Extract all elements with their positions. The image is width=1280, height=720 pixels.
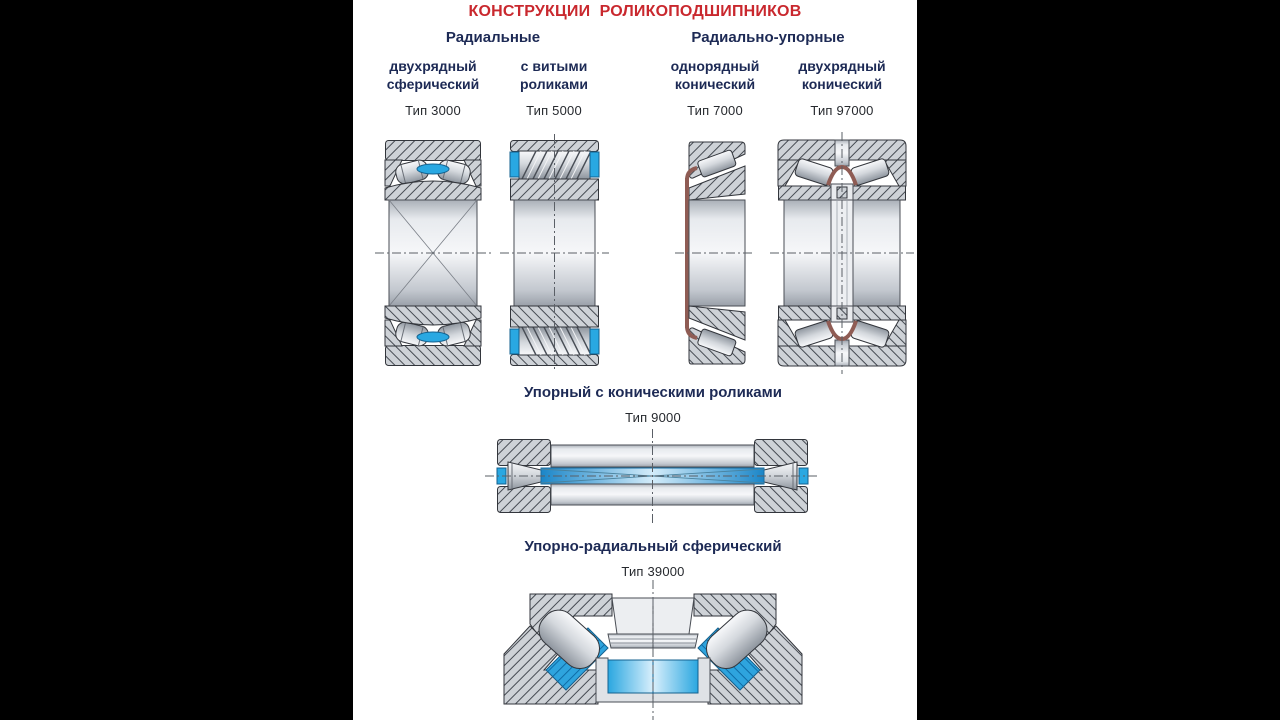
page-title: КОНСТРУКЦИИ РОЛИКОПОДШИПНИКОВ <box>468 3 802 20</box>
bearing-name-line2: роликами <box>519 76 588 92</box>
diagram-type-5000-wound-rollers <box>500 134 609 372</box>
diagram-type-97000-double-row-tapered <box>770 132 914 374</box>
section-type-39000: Тип 39000 <box>621 564 685 579</box>
bearing-name-line2: конический <box>674 76 756 92</box>
column-type-3000: двухрядный сферический Тип 3000 <box>369 57 497 120</box>
bearing-name-line1: двухрядный <box>798 58 886 74</box>
column-type-7000: однорядный конический Тип 7000 <box>651 57 779 120</box>
section-title-thrust-tapered: Упорный с коническими роликами <box>524 384 782 401</box>
bearing-name-line1: двухрядный <box>389 58 477 74</box>
section-type-9000: Тип 9000 <box>625 410 681 425</box>
bearing-type-label: Тип 97000 <box>810 103 874 118</box>
diagram-panel: КОНСТРУКЦИИ РОЛИКОПОДШИПНИКОВ Радиальные… <box>353 0 917 720</box>
section-title-thrust-radial-spherical: Упорно-радиальный сферический <box>524 538 782 555</box>
bearing-type-label: Тип 5000 <box>526 103 582 118</box>
video-letterbox-left <box>0 0 353 720</box>
group-label-radial: Радиальные <box>445 29 541 46</box>
diagram-type-7000-single-row-tapered <box>675 141 755 366</box>
diagram-type-3000-double-row-spherical <box>375 140 491 366</box>
column-type-5000: с витыми роликами Тип 5000 <box>490 57 618 120</box>
diagram-type-9000-thrust-tapered <box>485 429 820 523</box>
group-label-radial-thrust: Радиально-упорные <box>691 29 845 46</box>
bearing-type-label: Тип 7000 <box>687 103 743 118</box>
video-letterbox-right <box>917 0 1280 720</box>
bearing-name-line2: конический <box>801 76 883 92</box>
bearing-name-line1: с витыми <box>520 58 588 74</box>
bearing-name-line2: сферический <box>386 76 480 92</box>
bearing-type-label: Тип 3000 <box>405 103 461 118</box>
bearing-name-line1: однорядный <box>670 58 760 74</box>
column-type-97000: двухрядный конический Тип 97000 <box>778 57 906 120</box>
diagram-type-39000-thrust-radial-spherical <box>503 580 803 720</box>
